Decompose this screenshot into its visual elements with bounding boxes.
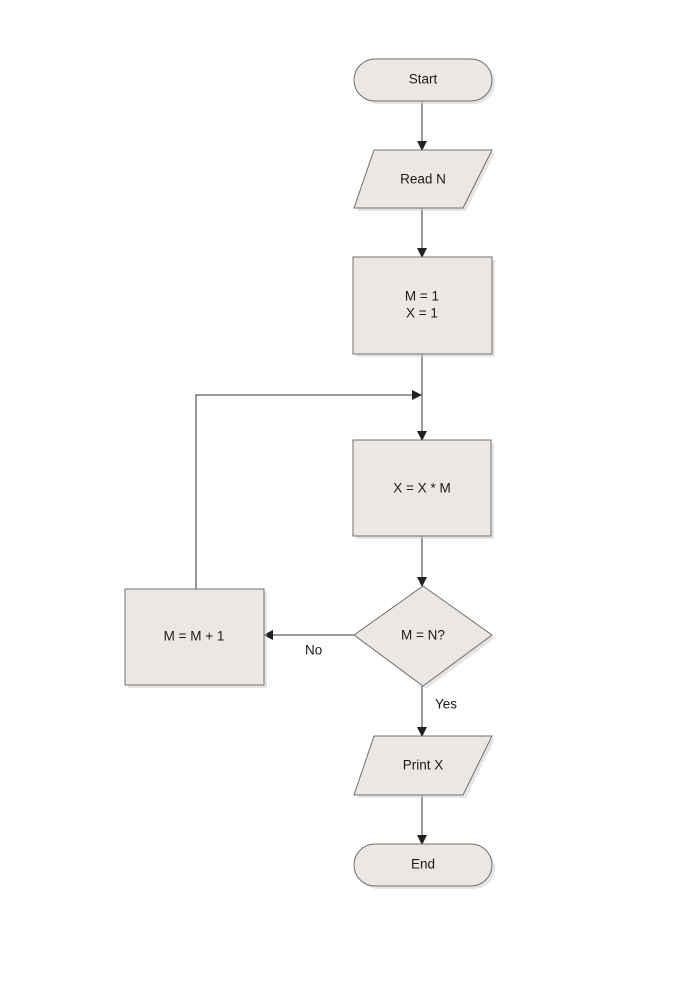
node-read-n-label: Read N xyxy=(400,172,446,187)
edge-label-yes: Yes xyxy=(435,697,457,712)
node-start-label: Start xyxy=(409,72,438,87)
edges xyxy=(195,101,427,845)
node-print-x-label: Print X xyxy=(403,758,444,773)
node-increment-label: M = M + 1 xyxy=(164,629,225,644)
node-print-x: Print X xyxy=(353,735,495,798)
node-check-label: M = N? xyxy=(401,628,445,643)
io-shape xyxy=(353,149,493,209)
decision-shape xyxy=(353,585,493,687)
node-init-label-line-2: X = 1 xyxy=(406,306,438,321)
terminal-shape xyxy=(353,58,493,102)
node-multiply-label: X = X * M xyxy=(393,481,450,496)
node-increment: M = M + 1 xyxy=(124,588,267,688)
node-init-label-line-1: M = 1 xyxy=(405,289,439,304)
node-check: M = N? xyxy=(353,585,495,689)
node-start: Start xyxy=(353,58,495,104)
edge-label-no: No xyxy=(305,643,322,658)
node-multiply: X = X * M xyxy=(352,439,494,539)
node-end-label: End xyxy=(411,857,435,872)
process-shape xyxy=(352,439,492,537)
terminal-shape xyxy=(353,843,493,887)
process-shape xyxy=(352,256,493,355)
node-init: M = 1 X = 1 xyxy=(352,256,495,357)
edge-increment-to-loop xyxy=(195,390,422,589)
node-read-n: Read N xyxy=(353,149,495,211)
process-shape xyxy=(124,588,265,686)
io-shape xyxy=(353,735,493,796)
node-end: End xyxy=(353,843,495,889)
